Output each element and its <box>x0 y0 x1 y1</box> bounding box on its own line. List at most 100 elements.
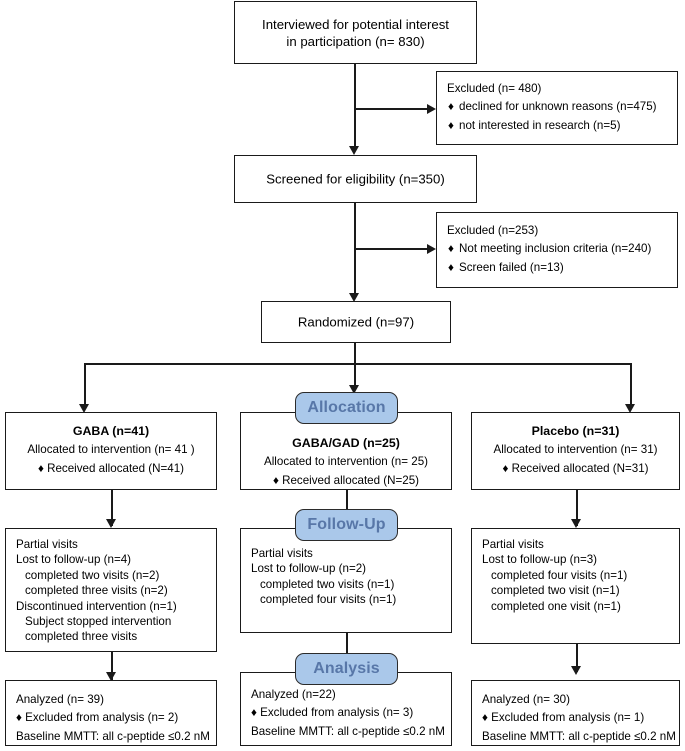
excluded-2-item-0: ♦ Not meeting inclusion criteria (n=240) <box>447 241 671 256</box>
box-randomized: Randomized (n=97) <box>261 301 451 343</box>
excluded-2-item-0-label: Not meeting inclusion criteria (n=240) <box>459 242 652 256</box>
excluded-1-item-0-label: declined for unknown reasons (n=475) <box>459 100 657 114</box>
connector-arm-spreader <box>84 363 631 365</box>
arrow-into-gaba-analysis <box>106 672 116 681</box>
placebo-allocation-bullet-0-label: Received allocated (N=31) <box>511 461 649 475</box>
gaba-gad-allocation-bullet-0-label: Received allocated (N=25) <box>282 473 420 487</box>
connector-gaba-alloc-to-followup <box>111 490 113 526</box>
placebo-analysis-bullet-0: ♦ Excluded from analysis (n= 1) <box>482 710 673 725</box>
screened-line-1: Screened for eligibility (n=350) <box>266 171 445 187</box>
gaba-followup-sub-1: completed three visits (n=2) <box>25 584 168 598</box>
box-placebo-analysis: Analyzed (n= 30) ♦ Excluded from analysi… <box>471 680 680 746</box>
box-gaba-followup: Partial visits Lost to follow-up (n=4) c… <box>5 528 217 652</box>
interviewed-line-1: Interviewed for potential interest <box>262 16 449 32</box>
excluded-2-header: Excluded (n=253) <box>447 224 539 237</box>
connector-gaba-followup-to-analysis <box>111 652 113 680</box>
gaba-gad-followup-line-0: Partial visits <box>251 547 313 560</box>
placebo-allocation-title: Placebo (n=31) <box>531 424 620 438</box>
gaba-allocation-bullet-0-label: Received allocated (N=41) <box>47 461 185 475</box>
gaba-allocation-bullet-0: ♦ Received allocated (N=41) <box>12 461 210 476</box>
arrow-into-excluded-2 <box>427 244 436 254</box>
gaba-analysis-bullet-0: ♦ Excluded from analysis (n= 2) <box>16 710 210 725</box>
stage-label-followup: Follow-Up <box>295 509 398 541</box>
excluded-1-item-1: ♦ not interested in research (n=5) <box>447 118 671 133</box>
gaba-gad-followup-sub-1: completed four visits (n=1) <box>260 593 397 607</box>
diamond-bullet-icon: ♦ <box>251 706 257 720</box>
diamond-bullet-icon: ♦ <box>37 461 44 475</box>
connector-to-excluded-1 <box>354 108 428 110</box>
excluded-1-item-1-label: not interested in research (n=5) <box>459 118 621 132</box>
gaba-gad-allocation-line: Allocated to intervention (n= 25) <box>263 455 429 469</box>
box-gaba-allocation: GABA (n=41) Allocated to intervention (n… <box>5 412 217 490</box>
diamond-bullet-icon: ♦ <box>482 711 488 725</box>
connector-drop-gaba <box>84 363 86 408</box>
box-gaba-analysis: Analyzed (n= 39) ♦ Excluded from analysi… <box>5 680 217 746</box>
stage-label-allocation-text: Allocation <box>307 399 386 416</box>
stage-label-analysis: Analysis <box>295 653 398 685</box>
placebo-followup-line-1: Lost to follow-up (n=3) <box>482 553 598 567</box>
excluded-2-item-1-label: Screen failed (n=13) <box>459 260 564 274</box>
gaba-followup-line2-0: Discontinued intervention (n=1) <box>16 599 177 613</box>
gaba-gad-analysis-bullet-0: ♦ Excluded from analysis (n= 3) <box>251 705 445 720</box>
arrow-into-excluded-1 <box>427 104 436 114</box>
box-screened: Screened for eligibility (n=350) <box>234 155 477 203</box>
box-gaba-gad-followup: Partial visits Lost to follow-up (n=2) c… <box>240 528 452 633</box>
arrow-into-allocation-pill <box>349 385 359 394</box>
diamond-bullet-icon: ♦ <box>448 118 454 132</box>
diamond-bullet-icon: ♦ <box>502 461 509 475</box>
box-placebo-followup: Partial visits Lost to follow-up (n=3) c… <box>471 528 680 644</box>
gaba-analysis-line-2: Baseline MMTT: all c-peptide ≤0.2 nM <box>16 729 210 743</box>
arrow-into-placebo-analysis <box>571 666 581 675</box>
arrow-into-gaba-followup <box>106 519 116 528</box>
gaba-gad-analysis-bullet-0-label: Excluded from analysis (n= 3) <box>260 706 414 720</box>
box-excluded-2: Excluded (n=253) ♦ Not meeting inclusion… <box>436 212 678 288</box>
connector-randomized-stem <box>354 343 356 364</box>
gaba-allocation-line: Allocated to intervention (n= 41 ) <box>27 443 195 457</box>
diamond-bullet-icon: ♦ <box>448 100 454 114</box>
arrow-into-placebo-followup <box>571 519 581 528</box>
connector-interviewed-to-screened <box>354 64 356 148</box>
box-gaba-gad-analysis: Analyzed (n=22) ♦ Excluded from analysis… <box>240 672 452 746</box>
gaba-gad-allocation-bullet-0: ♦ Received allocated (N=25) <box>247 473 445 488</box>
placebo-allocation-bullet-0: ♦ Received allocated (N=31) <box>478 461 673 476</box>
excluded-1-header: Excluded (n= 480) <box>447 82 542 95</box>
arrow-into-placebo-allocation <box>625 404 635 413</box>
diamond-bullet-icon: ♦ <box>272 473 279 487</box>
placebo-analysis-line-2: Baseline MMTT: all c-peptide ≤0.2 nM <box>482 729 676 743</box>
gaba-gad-analysis-line-1: Analyzed (n=22) <box>251 688 336 701</box>
connector-placebo-alloc-to-followup <box>576 490 578 526</box>
placebo-followup-line-0: Partial visits <box>482 538 544 551</box>
gaba-gad-followup-sub-0: completed two visits (n=1) <box>260 577 395 591</box>
placebo-allocation-line: Allocated to intervention (n= 31) <box>493 443 658 457</box>
box-excluded-1: Excluded (n= 480) ♦ declined for unknown… <box>436 71 678 145</box>
placebo-analysis-line-1: Analyzed (n= 30) <box>482 693 570 706</box>
interviewed-line-2: in participation (n= 830) <box>286 33 425 49</box>
connector-drop-gaba-gad <box>354 363 356 389</box>
connector-gaba-gad-alloc-to-followup <box>346 490 348 510</box>
gaba-followup-sub2-1: completed three visits <box>25 630 138 644</box>
excluded-2-item-1: ♦ Screen failed (n=13) <box>447 260 671 275</box>
gaba-gad-analysis-line-2: Baseline MMTT: all c-peptide ≤0.2 nM <box>251 724 445 738</box>
placebo-analysis-bullet-0-label: Excluded from analysis (n= 1) <box>491 711 645 725</box>
connector-gaba-gad-followup-to-analysis <box>346 633 348 655</box>
stage-label-allocation: Allocation <box>295 392 398 424</box>
connector-to-excluded-2 <box>354 248 428 250</box>
gaba-followup-sub-0: completed two visits (n=2) <box>25 568 160 582</box>
placebo-followup-sub-1: completed two visit (n=1) <box>491 584 620 598</box>
box-placebo-allocation: Placebo (n=31) Allocated to intervention… <box>471 412 680 490</box>
gaba-gad-allocation-title: GABA/GAD (n=25) <box>292 436 400 450</box>
gaba-followup-line-1: Lost to follow-up (n=4) <box>16 553 132 567</box>
gaba-allocation-title: GABA (n=41) <box>72 424 150 438</box>
gaba-analysis-bullet-0-label: Excluded from analysis (n= 2) <box>25 711 179 725</box>
arrow-into-randomized <box>349 293 359 302</box>
diamond-bullet-icon: ♦ <box>448 260 454 274</box>
randomized-line-1: Randomized (n=97) <box>297 314 415 330</box>
diamond-bullet-icon: ♦ <box>448 242 454 256</box>
gaba-followup-line-0: Partial visits <box>16 538 78 551</box>
placebo-followup-sub-0: completed four visits (n=1) <box>491 568 628 582</box>
connector-placebo-followup-to-analysis <box>576 644 578 672</box>
arrow-into-gaba-allocation <box>79 404 89 413</box>
placebo-followup-sub-2: completed one visit (n=1) <box>491 599 621 613</box>
connector-drop-placebo <box>630 363 632 408</box>
